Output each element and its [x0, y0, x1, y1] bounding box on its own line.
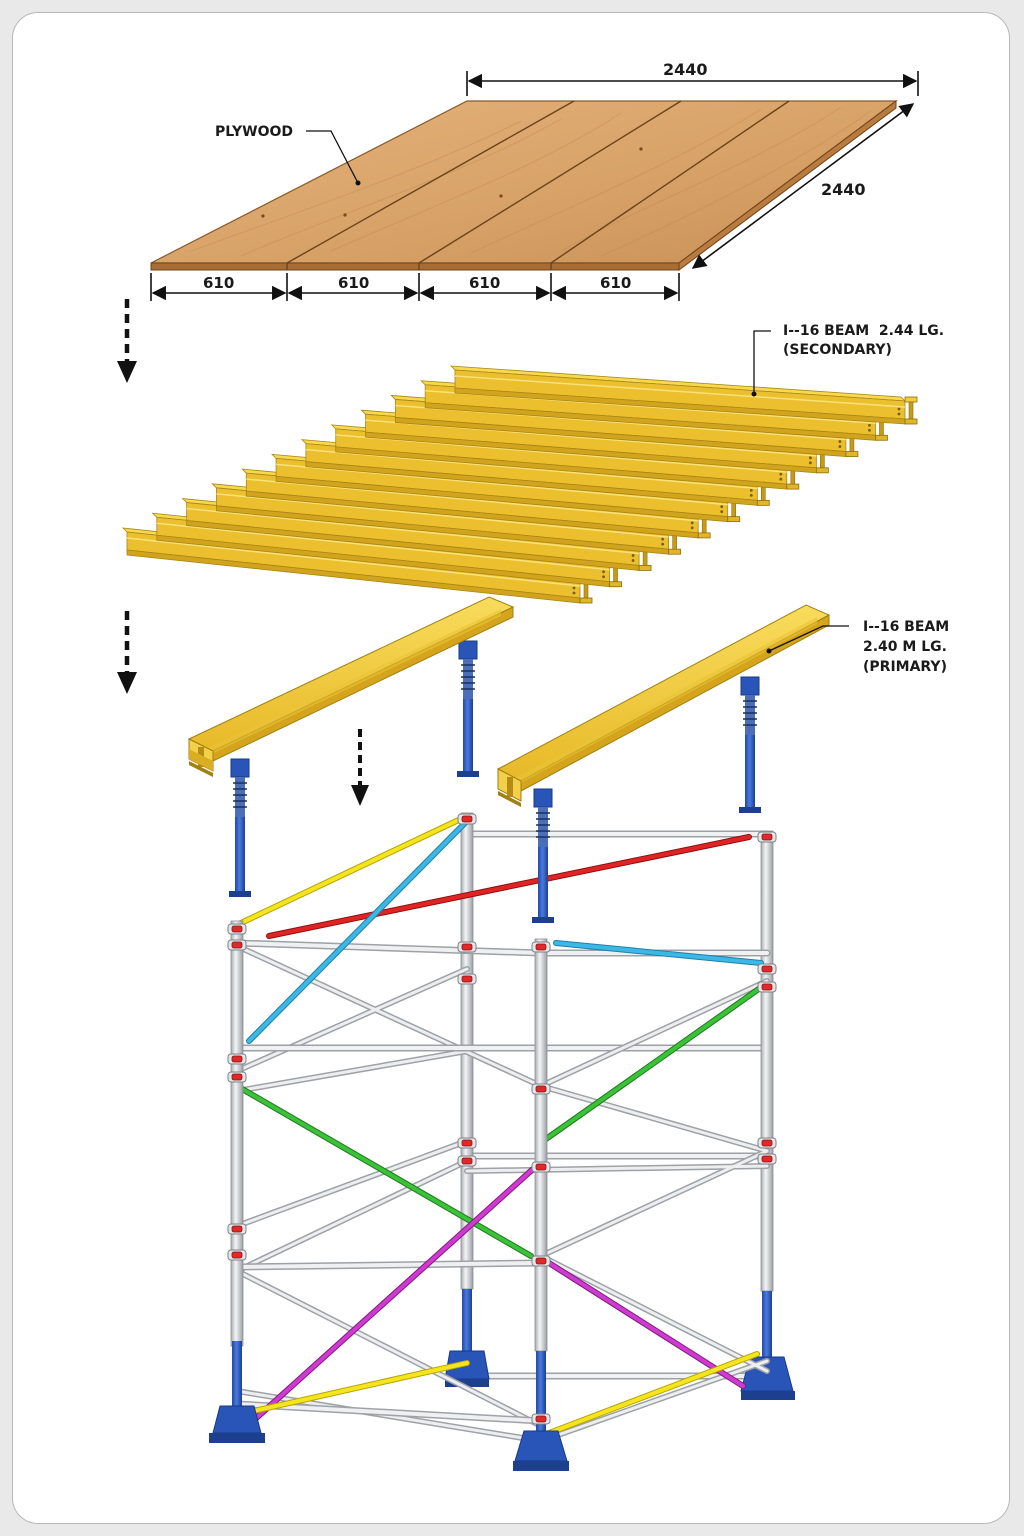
dim-label-seg-3: 610 [469, 274, 500, 292]
scaffold-tower [209, 812, 795, 1471]
primary-label-line1: I--16 BEAM [863, 619, 949, 635]
tower-post-front-right [513, 938, 569, 1471]
coupler-clamp [457, 941, 477, 953]
coupler-clamp [457, 1155, 477, 1167]
dim-label-width: 2440 [663, 60, 708, 79]
coupler-clamp [757, 963, 777, 975]
coupler-clamp [531, 941, 551, 953]
tower-post-back-right [740, 830, 795, 1400]
coupler-clamp [227, 939, 247, 951]
coupler-clamp [531, 1161, 551, 1173]
tower-clamps [227, 813, 777, 1425]
tower-post-front-left [209, 920, 265, 1443]
plywood-joint-2 [418, 100, 682, 264]
plywood-label: PLYWOOD [215, 124, 293, 140]
plywood-joint-1 [286, 100, 575, 264]
jack-front-left [229, 758, 251, 897]
primary-beam-right-assembly [496, 604, 831, 923]
diagram-frame: 2440 2440 610 610 610 610 PLYWOOD I--16 … [12, 12, 1010, 1524]
dim-label-seg-2: 610 [338, 274, 369, 292]
coupler-clamp [457, 973, 477, 985]
coupler-clamp [227, 1053, 247, 1065]
jack-back-right [739, 676, 761, 813]
plywood-leader [306, 130, 359, 184]
dim-label-seg-1: 610 [203, 274, 234, 292]
secondary-beam [449, 365, 918, 425]
assembly-arrow-3 [351, 729, 369, 806]
dim-label-seg-4: 610 [600, 274, 631, 292]
primary-label-line2: 2.40 M LG. [863, 639, 947, 655]
secondary-label-line1: I--16 BEAM 2.44 LG. [783, 323, 944, 339]
coupler-clamp [757, 831, 777, 843]
coupler-clamp [531, 1413, 551, 1425]
primary-label-line3: (PRIMARY) [863, 659, 947, 675]
formwork-exploded-diagram: 2440 2440 610 610 610 610 PLYWOOD I--16 … [117, 60, 949, 1471]
primary-beam-right [496, 604, 831, 807]
primary-beam-left-assembly [187, 596, 515, 897]
coupler-clamp [227, 1249, 247, 1261]
coupler-clamp [757, 981, 777, 993]
coupler-clamp [531, 1255, 551, 1267]
primary-leader [768, 625, 849, 652]
coupler-clamp [757, 1137, 777, 1149]
dim-label-depth: 2440 [821, 180, 866, 199]
primary-beam-left [187, 596, 515, 777]
jack-front-right [532, 788, 554, 923]
plywood-dimensions [150, 71, 919, 301]
coupler-clamp [227, 923, 247, 935]
assembly-arrow-2 [117, 611, 137, 694]
coupler-clamp [227, 1223, 247, 1235]
coupler-clamp [457, 1137, 477, 1149]
dim-line-side [691, 103, 915, 269]
secondary-leader [753, 330, 771, 394]
coupler-clamp [227, 1071, 247, 1083]
secondary-beams [121, 365, 918, 604]
secondary-beam-end [897, 396, 918, 425]
jack-back-left [457, 640, 479, 777]
coupler-clamp [531, 1083, 551, 1095]
secondary-label-line2: (SECONDARY) [783, 342, 892, 358]
coupler-clamp [457, 813, 477, 825]
assembly-arrow-1 [117, 299, 137, 383]
coupler-clamp [757, 1153, 777, 1165]
